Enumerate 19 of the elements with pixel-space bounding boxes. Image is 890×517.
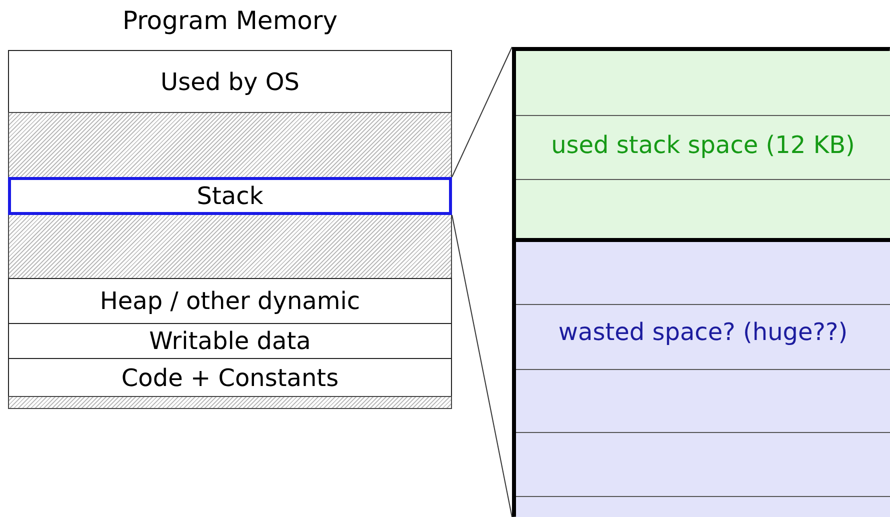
region-label: used stack space (12 KB) bbox=[551, 130, 855, 158]
wasted-space-region bbox=[516, 242, 890, 517]
segment-label: Code + Constants bbox=[121, 364, 339, 392]
region-label: wasted space? (huge??) bbox=[558, 318, 848, 346]
used-stack-region bbox=[516, 51, 890, 242]
stack-segment bbox=[8, 177, 452, 215]
hatched-region bbox=[8, 396, 452, 409]
segment-label: Heap / other dynamic bbox=[100, 287, 360, 315]
hatched-region bbox=[8, 112, 452, 178]
segment-label: Stack bbox=[196, 182, 264, 210]
diagram-title: Program Memory bbox=[121, 6, 339, 35]
hatched-region bbox=[8, 214, 452, 279]
zoom-line bbox=[452, 214, 512, 517]
zoom-line bbox=[452, 46, 512, 178]
memory-segment bbox=[8, 278, 452, 324]
segment-label: Used by OS bbox=[160, 68, 300, 96]
memory-segment bbox=[8, 323, 452, 359]
zoom-panel bbox=[512, 47, 890, 517]
segment-label: Writable data bbox=[149, 327, 311, 355]
